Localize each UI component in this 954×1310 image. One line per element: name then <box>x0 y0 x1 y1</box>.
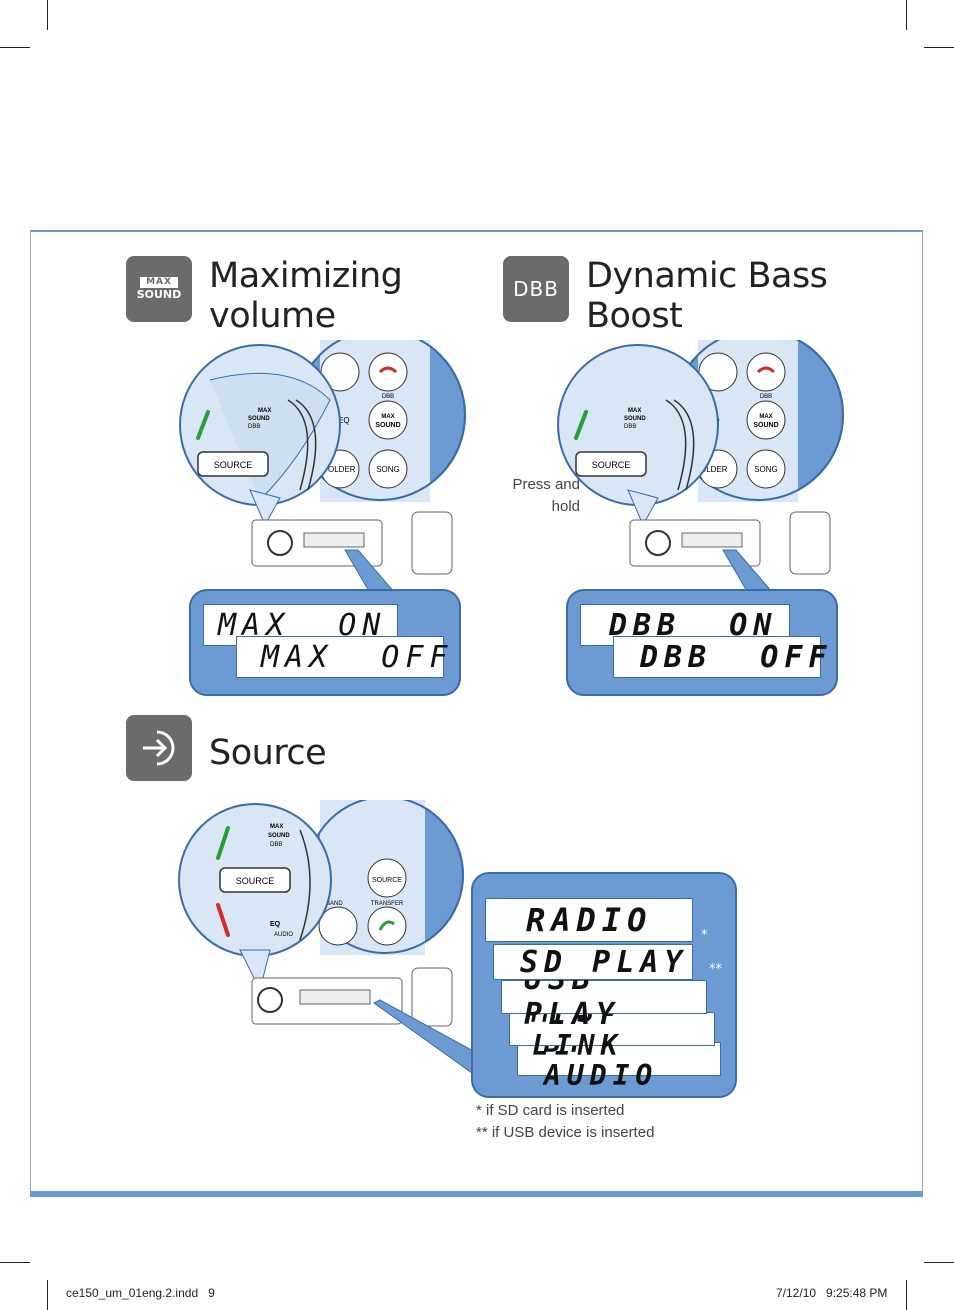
svg-text:MAX: MAX <box>270 824 283 830</box>
source-callout-tail <box>373 999 478 1074</box>
source-arrow-icon <box>143 730 175 766</box>
svg-text:DBB: DBB <box>270 842 282 848</box>
sound-label-small: SOUND <box>375 422 400 429</box>
dbb-title-line2: Boost <box>586 296 683 336</box>
note-sd: * if SD card is inserted <box>476 1102 625 1119</box>
note-usb: ** if USB device is inserted <box>476 1124 655 1141</box>
source-lcd-radio: RADIO <box>485 898 693 942</box>
crop-mark <box>906 0 907 30</box>
source-lcd-panel: RADIO SD PLAY USB PLAY MP3-LINK BT AUDIO… <box>471 872 737 1098</box>
eq-label: EQ <box>338 416 350 425</box>
svg-text:DBB: DBB <box>760 394 772 400</box>
crop-mark <box>47 0 48 30</box>
source-icon <box>126 715 192 781</box>
sound-icon-label: SOUND <box>136 287 182 301</box>
band-label: BAND <box>326 901 343 907</box>
svg-text:MAX: MAX <box>258 408 271 414</box>
svg-text:SOUND: SOUND <box>753 422 778 429</box>
transfer-label: TRANSFER <box>371 901 404 907</box>
footer-date: 7/12/10 9:25:48 PM <box>776 1286 888 1300</box>
song-label: SONG <box>376 465 400 474</box>
svg-text:SOURCE: SOURCE <box>236 876 275 886</box>
press-hold-note: Press and hold <box>490 474 580 518</box>
source-title: Source <box>209 733 327 773</box>
source-btn-label: SOURCE <box>372 877 402 884</box>
dbb-off-display: DBB OFF <box>613 636 827 678</box>
source-lcd-usb: USB PLAY <box>501 962 707 1032</box>
usb-asterisk: ** <box>709 962 722 977</box>
crop-mark <box>906 1280 907 1310</box>
svg-text:MAX: MAX <box>628 408 641 414</box>
max-device-illustration: SONG MAX SOUND DBB EQ OLDER SOURCE MAX S… <box>179 340 466 575</box>
dbb-title-line1: Dynamic Bass <box>586 256 828 296</box>
svg-text:SOUND: SOUND <box>248 416 270 422</box>
max-title-line1: Maximizing <box>209 256 403 296</box>
svg-text:SONG: SONG <box>754 465 778 474</box>
source-lcd-bt: BT AUDIO <box>517 1026 721 1092</box>
dbb-icon: DBB <box>503 256 569 322</box>
press-hold-line2: hold <box>551 498 580 515</box>
source-lcd-sd: SD PLAY <box>493 944 693 980</box>
max-sound-icon: MAX SOUND <box>126 256 192 322</box>
svg-text:DBB: DBB <box>248 424 260 430</box>
svg-text:OLDER: OLDER <box>700 465 728 474</box>
svg-text:MAX: MAX <box>759 414 772 420</box>
source-label: SOURCE <box>214 460 253 470</box>
svg-text:DBB: DBB <box>624 424 636 430</box>
crop-mark <box>0 1262 30 1263</box>
dbb-icon-label: DBB <box>513 277 559 301</box>
bottom-rule <box>30 1191 923 1197</box>
svg-text:SOUND: SOUND <box>268 833 290 839</box>
svg-text:AUDIO: AUDIO <box>274 932 293 938</box>
max-icon-label: MAX <box>140 276 178 288</box>
dbb-lcd-panel: DBB ON DBB OFF <box>566 589 838 696</box>
max-off-display: MAX OFF <box>236 636 448 678</box>
svg-text:SOUND: SOUND <box>624 416 646 422</box>
crop-mark <box>47 1280 48 1310</box>
dbb-title: Dynamic Bass Boost <box>586 256 828 336</box>
svg-text:SOURCE: SOURCE <box>592 460 631 470</box>
sd-asterisk: * <box>701 928 708 943</box>
crop-mark <box>0 47 30 48</box>
source-device-illustration: SOURCE TRANSFER BAND SOURCE MAX SOUND DB… <box>178 800 464 1027</box>
older-label: OLDER <box>328 465 356 474</box>
svg-text:EQ: EQ <box>270 921 281 928</box>
max-lcd-panel: MAX ON MAX OFF <box>189 589 461 696</box>
press-hold-line1: Press and <box>512 476 580 493</box>
source-footnotes: * if SD card is inserted ** if USB devic… <box>476 1100 654 1144</box>
crop-mark <box>924 1262 954 1263</box>
dbb-label-small: DBB <box>382 394 394 400</box>
max-title-line2: volume <box>209 296 336 336</box>
max-title: Maximizing volume <box>209 256 403 336</box>
crop-mark <box>924 47 954 48</box>
footer-file: ce150_um_01eng.2.indd 9 <box>66 1286 215 1300</box>
dbb-device-illustration: SONG MAX SOUND DBB EQ OLDER SOURCE MAX S… <box>557 340 844 575</box>
max-label-small: MAX <box>381 414 394 420</box>
